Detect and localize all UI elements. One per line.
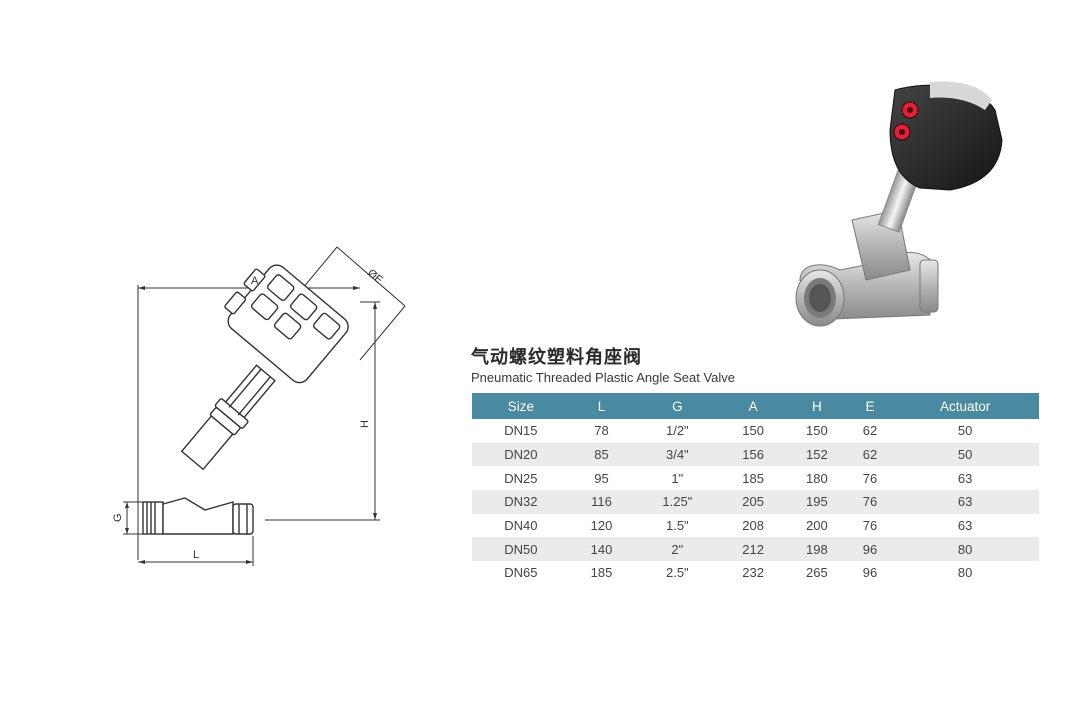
table-cell: 150 <box>806 423 828 439</box>
valve-body-outline <box>142 497 254 535</box>
table-cell: 185 <box>590 565 613 581</box>
table-row: DN40 120 1.5" 208 200 76 63 <box>472 514 1039 538</box>
header-a: A <box>721 393 786 419</box>
table-cell: 50 <box>957 423 973 439</box>
table-row: DN15 78 1/2" 150 150 62 50 <box>472 419 1039 443</box>
table-cell: 63 <box>957 518 973 534</box>
table-cell: 185 <box>742 470 764 486</box>
table-cell: 63 <box>957 470 973 486</box>
table-cell: 95 <box>594 470 609 486</box>
table-cell: 80 <box>957 565 973 581</box>
table-cell: DN50 <box>472 537 570 562</box>
table-cell: 3/4" <box>633 442 722 467</box>
valve-technical-drawing: A ØE H G L <box>112 246 406 566</box>
table-cell: 212 <box>721 537 786 562</box>
table-cell: 2.5" <box>665 565 689 581</box>
table-cell: 96 <box>862 565 878 581</box>
header-size: Size <box>472 393 570 419</box>
table-cell: 265 <box>806 565 828 581</box>
header-h: H <box>785 393 849 419</box>
label-g: G <box>112 513 124 522</box>
label-l: L <box>193 549 199 561</box>
valve-stem-outline <box>180 364 276 471</box>
header-l: L <box>569 393 634 419</box>
table-cell: 62 <box>848 442 892 467</box>
table-cell: 232 <box>742 565 764 581</box>
table-cell: 76 <box>862 518 878 534</box>
label-a: A <box>251 275 259 287</box>
table-cell: 62 <box>862 423 878 439</box>
spec-table-header-row: Size L G A H E Actuator <box>472 393 1039 419</box>
table-cell: 208 <box>742 518 764 534</box>
table-cell: 152 <box>785 442 849 467</box>
table-cell: 200 <box>806 518 828 534</box>
table-cell: DN20 <box>472 442 570 467</box>
table-cell: 76 <box>848 490 892 514</box>
table-cell: 96 <box>848 537 892 562</box>
table-cell: DN15 <box>504 423 538 439</box>
header-e: E <box>848 393 892 419</box>
table-cell: 195 <box>785 490 849 514</box>
table-row: DN65 185 2.5" 232 265 96 80 <box>472 561 1039 585</box>
table-cell: 85 <box>569 442 634 467</box>
table-cell: 1/2" <box>665 423 689 439</box>
product-title-cn: 气动螺纹塑料角座阀 <box>471 347 642 368</box>
table-cell: 150 <box>742 423 764 439</box>
table-cell: 80 <box>891 537 1039 562</box>
spec-table: Size L G A H E Actuator DN15 78 1/2" 150 150… <box>472 393 1039 585</box>
actuator-outline <box>224 264 349 384</box>
table-cell: 1.25" <box>633 490 722 514</box>
dimension-line-e <box>336 246 406 307</box>
table-cell: DN40 <box>504 518 538 534</box>
table-cell: 78 <box>594 423 609 439</box>
table-cell: 156 <box>721 442 786 467</box>
header-actuator: Actuator <box>891 393 1039 419</box>
header-g: G <box>633 393 722 419</box>
table-cell: 2" <box>633 537 722 562</box>
product-title-en: Pneumatic Threaded Plastic Angle Seat Va… <box>471 370 736 385</box>
label-h: H <box>359 420 371 428</box>
table-cell: 180 <box>806 470 828 486</box>
table-cell: 50 <box>891 442 1039 467</box>
table-cell: 198 <box>785 537 849 562</box>
table-cell: 76 <box>862 470 878 486</box>
valve-product-photo <box>795 81 1003 327</box>
table-cell: 63 <box>891 490 1039 514</box>
table-cell: 116 <box>569 490 634 514</box>
label-e: ØE <box>365 267 385 286</box>
table-cell: DN25 <box>504 470 538 486</box>
table-cell: 1" <box>671 470 684 486</box>
table-cell: DN32 <box>472 490 570 514</box>
table-row: DN25 95 1" 185 180 76 63 <box>472 466 1039 490</box>
table-cell: DN65 <box>504 565 538 581</box>
table-cell: 120 <box>590 518 613 534</box>
table-cell: 1.5" <box>665 518 689 534</box>
table-cell: 140 <box>569 537 634 562</box>
table-cell: 205 <box>721 490 786 514</box>
